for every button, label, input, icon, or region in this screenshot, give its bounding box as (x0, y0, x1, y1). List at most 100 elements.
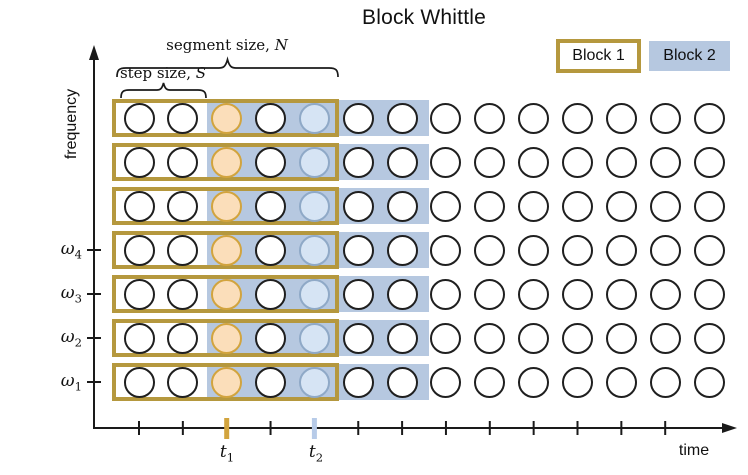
block1-rect (112, 99, 339, 137)
grid-circle (649, 146, 681, 178)
y-tick-label-omega-3: ω3 (60, 283, 82, 306)
grid-circle (562, 146, 593, 178)
grid-circle (386, 102, 418, 134)
grid-circle (562, 322, 593, 354)
grid-circle (211, 322, 243, 354)
step-size-var: S (195, 64, 207, 82)
grid-circle (342, 102, 374, 134)
grid-circle (518, 278, 550, 310)
block1-rect (112, 143, 339, 181)
grid-circle (167, 322, 199, 354)
grid-circle (342, 322, 374, 354)
grid-circle (693, 278, 725, 310)
grid-circle (649, 234, 681, 266)
segment-size-annotation: segment size, N (127, 36, 327, 54)
x-axis-label: time (678, 442, 710, 459)
grid-circle (430, 146, 462, 178)
grid-circle (298, 146, 330, 178)
grid-circle (342, 366, 374, 398)
grid-circle (430, 322, 462, 354)
grid-circle (605, 278, 637, 310)
grid-circle (605, 234, 637, 266)
grid-circle (211, 190, 243, 222)
legend-block2-label: Block 2 (663, 47, 716, 64)
t2-tick-label: t2 (308, 442, 324, 465)
grid-circle (430, 190, 462, 222)
y-tick-label-omega-4: ω4 (60, 239, 82, 262)
segment-size-text: segment size, (166, 36, 270, 54)
legend-block1-swatch: Block 1 (556, 39, 641, 73)
grid-circle (693, 102, 725, 134)
grid-circle (298, 366, 330, 398)
block1-rect (112, 363, 339, 401)
grid-circle (518, 102, 550, 134)
grid-circle (211, 366, 243, 398)
grid-circle (386, 146, 418, 178)
t1-tick-label: t1 (219, 442, 235, 465)
grid-circle (474, 366, 506, 398)
grid-circle (255, 366, 287, 398)
grid-circle (605, 322, 637, 354)
grid-circle (474, 190, 506, 222)
grid-circle (255, 102, 287, 134)
grid-circle (430, 278, 462, 310)
grid-circle (123, 146, 155, 178)
grid-circle (167, 366, 199, 398)
grid-circle (386, 278, 418, 310)
grid-circle (430, 234, 462, 266)
grid-circle (211, 234, 243, 266)
grid-circle (298, 234, 330, 266)
y-axis-arrow-icon (89, 45, 99, 60)
grid-circle (342, 234, 374, 266)
block1-rect (112, 275, 339, 313)
grid-circle (693, 322, 725, 354)
grid-circle (167, 234, 199, 266)
grid-circle (562, 278, 593, 310)
grid-circle (255, 234, 287, 266)
grid-circle (167, 146, 199, 178)
grid-circle (211, 278, 243, 310)
grid-circle (518, 366, 550, 398)
grid-circle (255, 278, 287, 310)
grid-circle (562, 190, 593, 222)
grid-circle (605, 366, 637, 398)
grid-circle (518, 322, 550, 354)
grid-circle (342, 278, 374, 310)
grid-circle (649, 366, 681, 398)
grid-circle (123, 322, 155, 354)
grid-circle (605, 190, 637, 222)
grid-circle (298, 322, 330, 354)
grid-circle (342, 190, 374, 222)
grid-circle (123, 366, 155, 398)
figure-title: Block Whittle (362, 6, 486, 29)
grid-circle (386, 322, 418, 354)
grid-circle (255, 146, 287, 178)
grid-circle (298, 278, 330, 310)
x-axis-arrow-icon (722, 423, 737, 433)
axis-ticks (87, 249, 667, 439)
grid-circle (649, 278, 681, 310)
grid-circle (255, 322, 287, 354)
grid-circle (518, 146, 550, 178)
grid-circle (342, 146, 374, 178)
grid-circle (386, 366, 418, 398)
grid-circle (649, 322, 681, 354)
grid-circle (649, 190, 681, 222)
grid-circle (430, 366, 462, 398)
grid-circle (123, 234, 155, 266)
grid-circle (123, 278, 155, 310)
grid-circle (211, 102, 243, 134)
grid-circle (386, 234, 418, 266)
grid-circle (298, 190, 330, 222)
grid-circle (255, 190, 287, 222)
y-tick-label-omega-2: ω2 (60, 327, 82, 350)
grid-circle (693, 190, 725, 222)
grid-circle (518, 234, 550, 266)
block1-rect (112, 231, 339, 269)
grid-circle (562, 102, 593, 134)
y-tick-label-omega-1: ω1 (60, 371, 82, 394)
grid-circle (693, 366, 725, 398)
grid-circle (430, 102, 462, 134)
grid-circle (562, 366, 593, 398)
